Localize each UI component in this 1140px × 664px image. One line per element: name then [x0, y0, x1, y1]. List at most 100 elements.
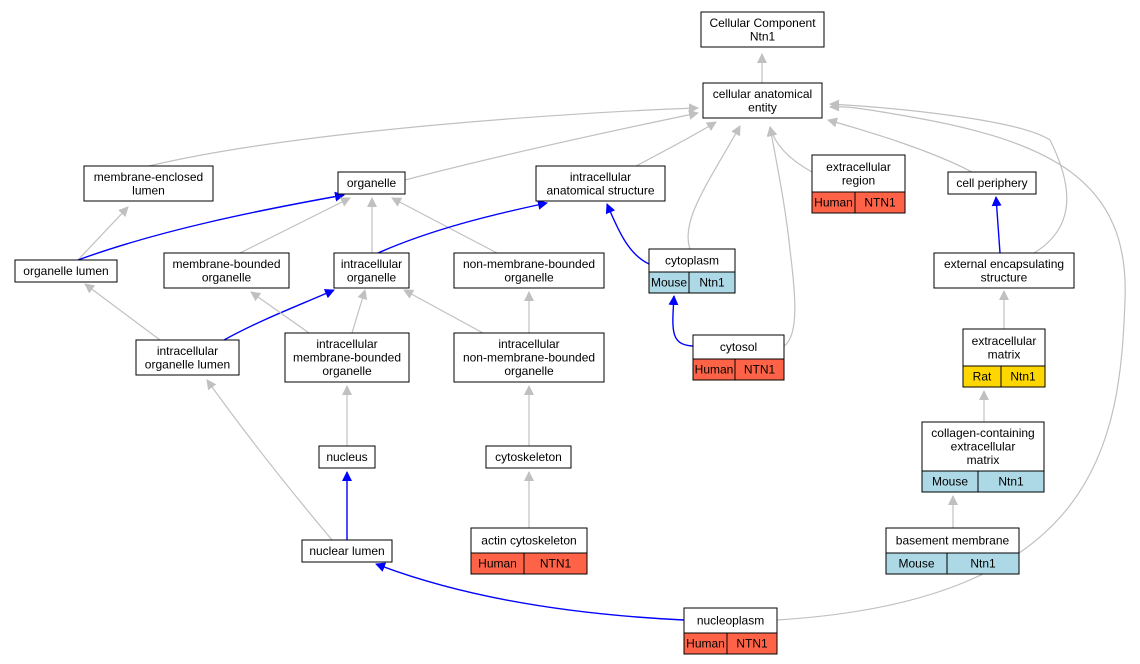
edge-inmbo-io [403, 289, 484, 334]
node-box [163, 252, 290, 289]
node-label-line: extracellular [972, 334, 1037, 348]
species-label: Mouse [651, 276, 687, 290]
edges [77, 53, 1126, 621]
node-label-line: entity [748, 100, 777, 114]
node-label-line: lumen [132, 183, 165, 197]
node-box [702, 82, 823, 119]
node-box [453, 332, 605, 383]
node-nuc: nucleus [318, 445, 376, 469]
gene-cell [688, 271, 736, 294]
species-label: Human [695, 363, 734, 377]
species-label: Human [686, 637, 725, 651]
node-label-line: non-membrane-bounded [463, 257, 595, 271]
node-label-line: organelle lumen [145, 357, 230, 371]
node-box [453, 252, 605, 289]
edge-cytosol-cyto [668, 295, 694, 347]
node-label-line: cytoplasm [665, 254, 719, 268]
edge-imbo-io [351, 289, 368, 334]
gene-label: Ntn1 [970, 557, 996, 571]
edge-iol-io [223, 289, 335, 341]
gene-label: NTN1 [864, 196, 896, 210]
node-label-line: membrane-bounded [172, 257, 280, 271]
node-label-line: intracellular [341, 257, 402, 271]
node-label-line: intracellular [316, 337, 377, 351]
node-label-line: extracellular [951, 440, 1016, 454]
gene-cell [977, 470, 1045, 493]
node-ol: organelle lumen [14, 259, 118, 283]
gene-label: NTN1 [744, 363, 776, 377]
node-label-line: structure [981, 270, 1028, 284]
node-label-line: nuclear lumen [309, 544, 384, 558]
node-box [535, 165, 666, 202]
node-org: organelle [337, 171, 406, 195]
node-label-line: extracellular [826, 160, 891, 174]
edge-cyto-ias [605, 203, 650, 265]
species-label: Rat [973, 370, 992, 384]
node-box [14, 259, 118, 283]
edge-np-cae [776, 101, 1126, 621]
edge-cyto-cae [687, 125, 741, 250]
node-label-line: non-membrane-bounded [463, 351, 595, 365]
node-label-line: cell periphery [956, 176, 1027, 190]
edge-mel-cae [148, 103, 699, 167]
node-label-line: matrix [988, 347, 1021, 361]
node-ccem: collagen-containingextracellularmatrixMo… [921, 421, 1045, 493]
gene-label: NTN1 [540, 557, 572, 571]
node-box [485, 445, 572, 469]
node-box [337, 171, 406, 195]
node-box [947, 171, 1037, 195]
node-label-line: intracellular [498, 337, 559, 351]
edge-iol-ol [84, 283, 161, 341]
node-label-line: organelle [504, 364, 554, 378]
edge-org-cae [404, 109, 699, 181]
gene-cell [734, 358, 785, 381]
node-box [333, 252, 410, 289]
node-box [135, 339, 240, 376]
node-label-line: cytosol [720, 340, 757, 354]
species-label: Mouse [898, 557, 934, 571]
node-label-line: nucleoplasm [697, 614, 764, 628]
node-box [700, 11, 825, 48]
edge-cytosol-cae [766, 126, 796, 347]
gene-label: Ntn1 [998, 475, 1024, 489]
node-label-line: organelle [202, 270, 252, 284]
node-label-line: organelle [347, 176, 397, 190]
node-label-line: Cellular Component [709, 16, 816, 30]
node-label-line: actin cytoskeleton [481, 534, 576, 548]
edge-np-nl [375, 562, 685, 621]
species-label: Human [478, 557, 517, 571]
edge-imbo-mbo [250, 291, 310, 334]
node-nl: nuclear lumen [301, 539, 393, 563]
node-label-line: membrane-enclosed [94, 170, 203, 184]
node-label-line: organelle [347, 270, 397, 284]
node-label-line: organelle [504, 270, 554, 284]
node-inmbo: intracellularnon-membrane-boundedorganel… [453, 332, 605, 383]
node-label-line: region [842, 173, 875, 187]
gene-label: Ntn1 [699, 276, 725, 290]
edge-nmbo-org [391, 197, 498, 254]
edge-ol-mel [77, 206, 129, 261]
gene-cell [726, 632, 778, 655]
edge-ees-cp [991, 196, 1002, 254]
node-label-line: external encapsulating [944, 257, 1064, 271]
node-box [301, 539, 393, 563]
node-label-line: collagen-containing [931, 426, 1034, 440]
edge-nl-iol [206, 379, 333, 541]
node-label-line: basement membrane [896, 534, 1010, 548]
node-label-line: matrix [967, 453, 1000, 467]
edge-cp-cae [827, 117, 973, 173]
gene-cell [854, 191, 906, 214]
gene-cell [946, 552, 1020, 575]
